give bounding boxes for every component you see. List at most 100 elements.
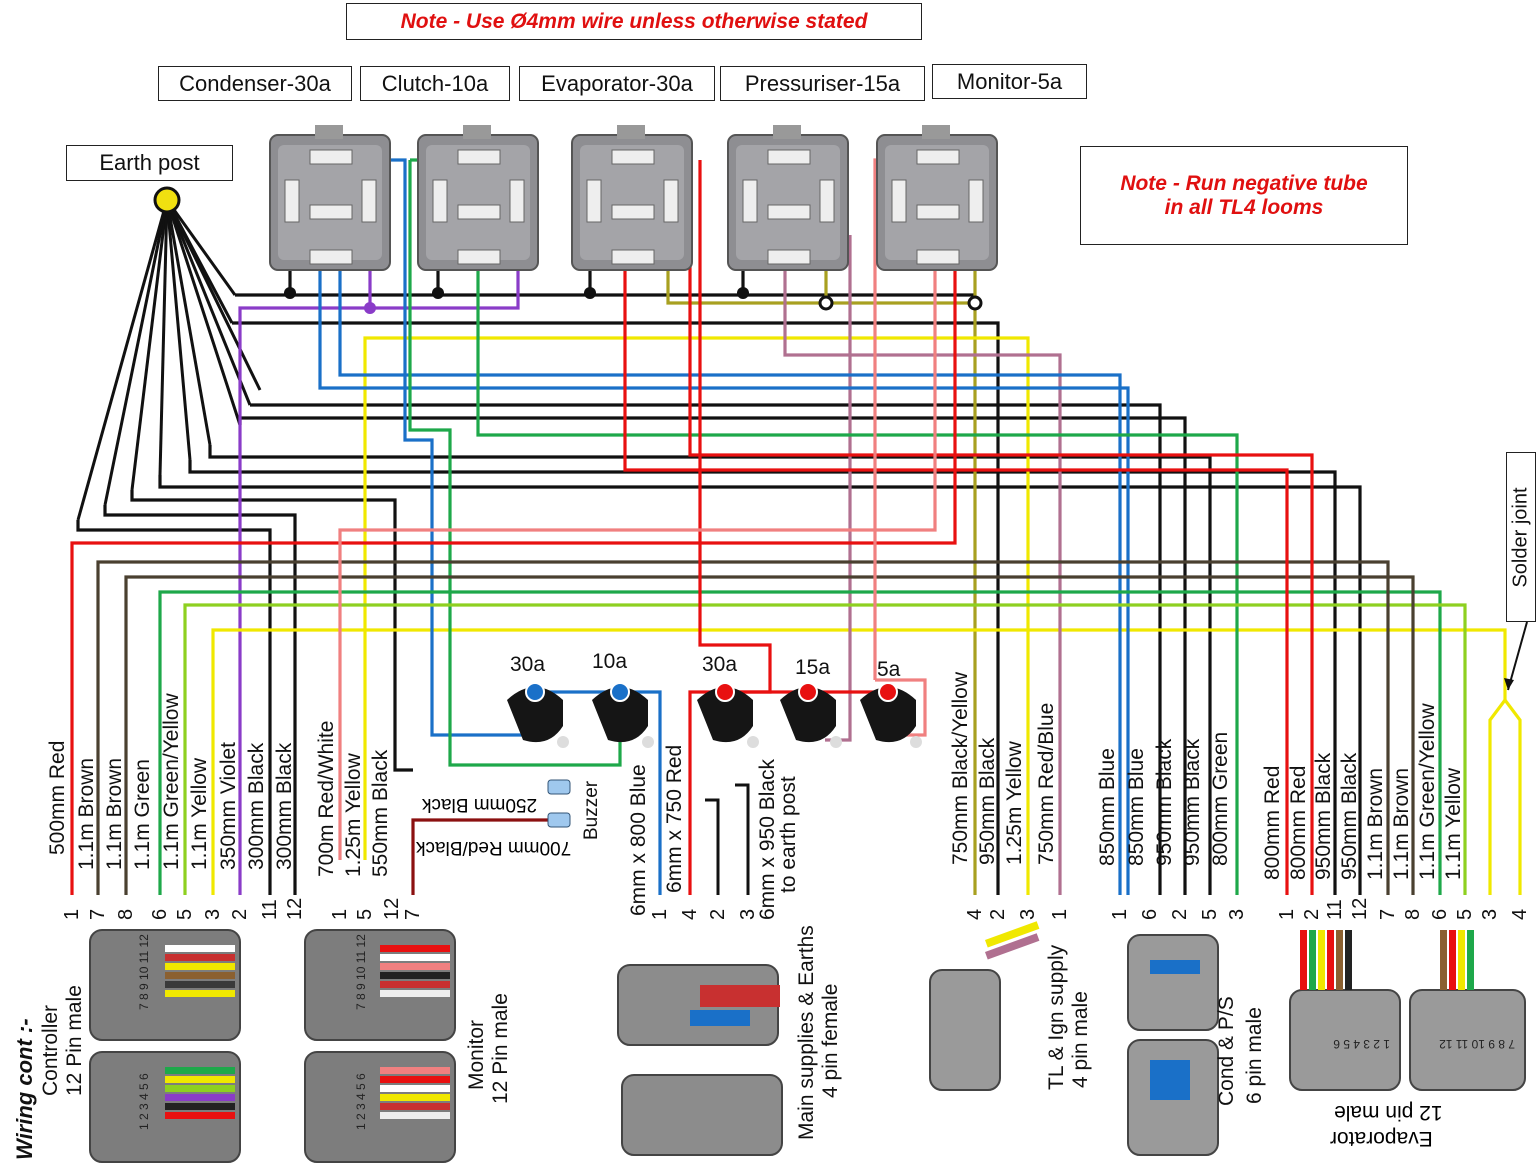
- cond-connector-name: Cond & P/S: [1215, 996, 1238, 1106]
- wiring-cont-label: Wiring cont :-: [12, 1018, 37, 1160]
- solder-joint-text: Solder joint: [1509, 486, 1532, 588]
- controller-wire-bundle: [165, 972, 235, 979]
- relay-tab: [773, 125, 801, 139]
- controller-wire-bundle: [165, 963, 235, 970]
- monitor-pin-1: 1: [329, 908, 351, 920]
- wire-label-ctrl-5: 1.1m Green/Yellow: [160, 693, 183, 870]
- evap-pin-6: 6: [1429, 908, 1451, 920]
- evap-pin-3: 3: [1479, 908, 1501, 920]
- wire-label-evap-2: 800mm Red: [1287, 765, 1310, 880]
- tl-pin-2: 2: [987, 908, 1009, 920]
- wire-cond-2b: [250, 403, 1162, 895]
- wire-ctrl-11: [76, 520, 272, 895]
- relay-pin-87: [611, 204, 655, 220]
- monitor-wire-bundle: [380, 954, 450, 961]
- wire-ctrl-7: [96, 560, 1390, 895]
- earth-post-icon: [153, 186, 181, 214]
- buzzer-black-label: 250mm Black: [422, 794, 538, 815]
- evap-pin-8: 8: [1402, 908, 1424, 920]
- junction-dot: [364, 302, 376, 314]
- fuse-terminal: [525, 682, 545, 702]
- relay-pin-85: [586, 179, 602, 223]
- wire-evap-11: [188, 460, 1337, 895]
- junction-dot: [818, 295, 834, 311]
- tl-connector-name: TL & Ign supply: [1045, 944, 1068, 1090]
- fuse-label-condenser: 30a: [510, 653, 546, 676]
- cond-pin-6: 6: [1139, 908, 1161, 920]
- wire-cond-5: [208, 445, 1212, 895]
- relay-label-evaporator: Evaporator-30a: [519, 66, 715, 101]
- wire-label-ctrl-2: 350mm Violet: [217, 741, 240, 870]
- negative-tube-note: Note - Run negative tube in all TL4 loom…: [1080, 146, 1408, 245]
- relay-face: [278, 145, 382, 260]
- relay-face: [736, 145, 840, 260]
- monitor-wire-bundle: [380, 945, 450, 952]
- monitor-wire-bundle: [380, 1112, 450, 1119]
- monitor-wire-bundle: [380, 1103, 450, 1110]
- monitor-pin-7: 7: [402, 908, 424, 920]
- relay-label-condenser: Condenser-30a: [158, 66, 352, 101]
- wire-ctrl-3: [211, 628, 1507, 895]
- fuse-holder-3: [780, 687, 836, 743]
- relay-pin-86: [663, 179, 679, 223]
- relay-pin-85: [432, 179, 448, 223]
- tube-note-line-1: Note - Run negative tube: [1120, 171, 1368, 195]
- earth-spoke-0: [76, 199, 169, 521]
- pink-to-fuse: [875, 678, 927, 737]
- controller-connector-type: 12 Pin male: [63, 985, 86, 1096]
- relay-pin-87a: [767, 249, 811, 265]
- wire-size-note: Note - Use Ø4mm wire unless otherwise st…: [346, 3, 922, 40]
- relay-tab: [922, 125, 950, 139]
- controller-pin-7: 7: [87, 908, 109, 920]
- tl-pin-3: 3: [1017, 908, 1039, 920]
- wire-label-main-1: 6mm x 800 Blue: [627, 764, 650, 916]
- tl-yellow-wire: [985, 921, 1040, 948]
- evap-wire-bundle: [1336, 930, 1343, 990]
- evap-wire-bundle: [1458, 930, 1465, 990]
- monitor-pin-5: 5: [354, 908, 376, 920]
- tl-pin-1: 1: [1049, 908, 1071, 920]
- relay-face: [580, 145, 684, 260]
- relay-pin-87a: [457, 249, 501, 265]
- fuse-terminal: [610, 682, 630, 702]
- evap-wire-bundle: [1440, 930, 1447, 990]
- controller-pin-8: 8: [115, 908, 137, 920]
- evap-wire-bundle: [1300, 930, 1307, 990]
- relay-face: [885, 145, 989, 260]
- controller-wire-bundle: [165, 1076, 235, 1083]
- wire-cond-6: [318, 245, 1130, 895]
- evap-pin-2: 2: [1301, 908, 1323, 920]
- wire-buzzer-red: [411, 818, 555, 895]
- wire-label-evap-12: 950mm Black: [1338, 752, 1361, 880]
- evap-pin-4: 4: [1509, 908, 1531, 920]
- cond-pin-2: 2: [1169, 908, 1191, 920]
- wire-label-evap-7: 1.1m Brown: [1364, 767, 1387, 880]
- controller-pin-6: 6: [149, 908, 171, 920]
- tl-connector: [929, 969, 1001, 1091]
- monitor-wire-bundle: [380, 1076, 450, 1083]
- controller-pin-11: 11: [259, 899, 281, 920]
- wire-label-main-3: 6mm x 950 Black: [756, 758, 779, 920]
- wire-label-ctrl-6: 1.1m Green: [131, 759, 154, 870]
- monitor-connector-type: 12 Pin male: [489, 993, 512, 1104]
- relay-pin-30: [457, 149, 501, 165]
- controller-wire-bundle: [165, 1112, 235, 1119]
- fuse-holder-1: [592, 687, 648, 743]
- relay-tab: [315, 125, 343, 139]
- wire-label-evap-1: 800mm Red: [1261, 765, 1284, 880]
- relay-face: [426, 145, 530, 260]
- wire-ctrl-2: [238, 245, 372, 895]
- relay-pin-85: [742, 179, 758, 223]
- wire-ctrl-5: [183, 603, 1467, 895]
- relay-pin-87a: [611, 249, 655, 265]
- controller-wire-bundle: [165, 981, 235, 988]
- main_supply-pin-3: 3: [737, 908, 759, 920]
- wire-label-mon-5: 1.25m Yellow: [342, 753, 365, 877]
- relay-pin-30: [309, 149, 353, 165]
- main_supply-pin-1: 1: [649, 908, 671, 920]
- monitor-wire-bundle: [380, 1094, 450, 1101]
- relay-pin-85: [891, 179, 907, 223]
- relay-pin-87: [457, 204, 501, 220]
- relay-tab: [617, 125, 645, 139]
- monitor-wire-bundle: [380, 963, 450, 970]
